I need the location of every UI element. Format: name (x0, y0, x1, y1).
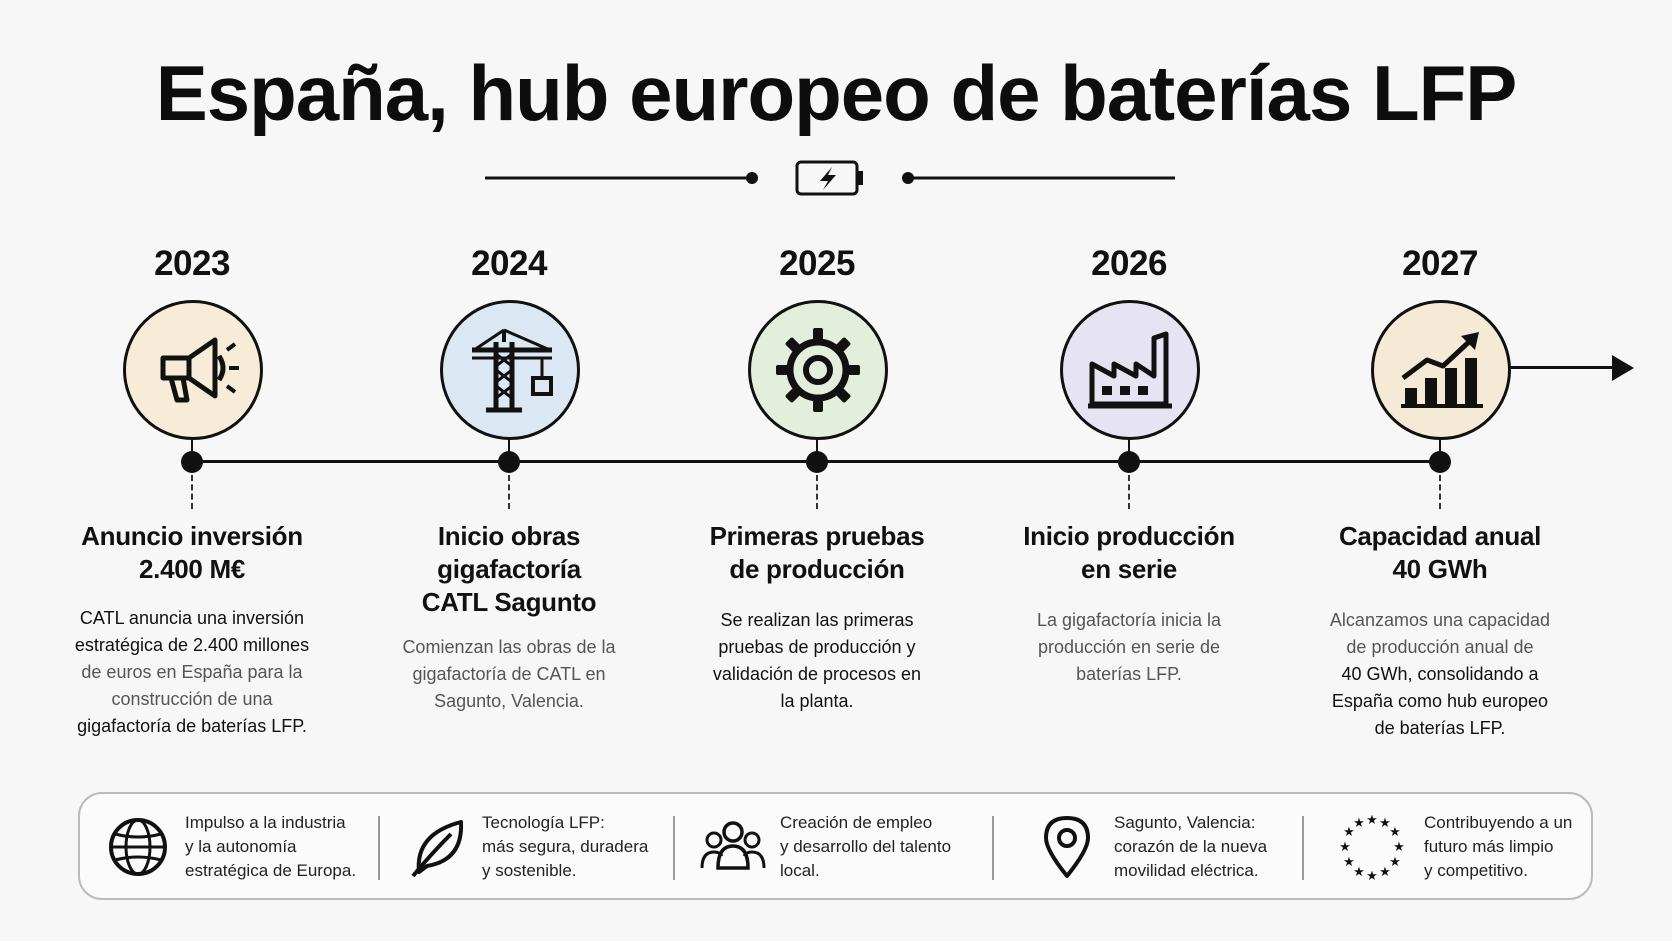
svg-text:★: ★ (1389, 825, 1401, 840)
svg-text:★: ★ (1389, 855, 1401, 870)
battery-icon (795, 160, 863, 196)
milestone-dash (1439, 475, 1441, 509)
people-icon (700, 821, 766, 870)
svg-text:★: ★ (1366, 814, 1378, 828)
milestone-title: Inicio obras gigafactoría CATL Sagunto (421, 521, 597, 617)
milestone-dash (1128, 475, 1130, 509)
benefit-text: Tecnología LFP: más segura, duradera y s… (482, 813, 649, 880)
benefit-item: Impulso a la industria y la autonomía es… (80, 794, 380, 898)
title-divider (485, 160, 1175, 196)
svg-text:★: ★ (1366, 869, 1378, 880)
benefit-separator (673, 816, 675, 880)
milestone-circle (440, 300, 580, 440)
benefit-text: Impulso a la industria y la autonomía es… (185, 813, 357, 880)
benefit-text: Contribuyendo a un futuro más limpio y c… (1424, 813, 1573, 880)
milestone-description: Alcanzamos una capacidad de producción a… (1329, 610, 1551, 738)
benefit-item: ★ ★ ★ ★ ★ ★ ★ ★ ★ ★ ★ ★ Contribuyendo a … (1304, 794, 1594, 898)
milestone-dash (191, 475, 193, 509)
benefit-separator (378, 816, 380, 880)
milestone-title: Primeras pruebas de producción (709, 521, 925, 584)
factory-icon (1088, 331, 1172, 409)
milestone-connector (508, 437, 510, 462)
milestone-year: 2024 (471, 244, 547, 283)
benefit-separator (1302, 816, 1304, 880)
milestone-circle (123, 300, 263, 440)
milestone-connector (191, 437, 193, 462)
svg-text:★: ★ (1343, 825, 1355, 840)
milestone-title: Anuncio inversión 2.400 M€ (81, 521, 303, 584)
svg-text:★: ★ (1339, 840, 1351, 855)
globe-icon (109, 818, 167, 876)
milestone-dot (181, 451, 203, 473)
milestone-connector (1128, 437, 1130, 462)
megaphone-icon (160, 337, 239, 403)
svg-text:★: ★ (1353, 816, 1365, 831)
svg-text:★: ★ (1343, 855, 1355, 870)
milestone-dash (508, 475, 510, 509)
benefit-item: Tecnología LFP: más segura, duradera y s… (380, 794, 700, 898)
milestone-description: La gigafactoría inicia la producción en … (1036, 610, 1222, 684)
benefit-text: Creación de empleo y desarrollo del tale… (780, 813, 952, 880)
milestone-year: 2026 (1091, 244, 1167, 283)
milestone-circle (1060, 300, 1200, 440)
milestone-title: Inicio producción en serie (1023, 521, 1235, 584)
growth-chart-icon (1401, 332, 1483, 408)
milestone-dot (1429, 451, 1451, 473)
milestone-description: CATL anuncia una inversión estratégica d… (74, 608, 310, 736)
svg-text:★: ★ (1379, 816, 1391, 831)
milestone-dot (806, 451, 828, 473)
benefit-text: Sagunto, Valencia: corazón de la nueva m… (1114, 813, 1268, 880)
milestone-dash (816, 475, 818, 509)
milestone-year: 2025 (779, 244, 855, 283)
milestone-description: Comienzan las obras de la gigafactoría d… (402, 637, 616, 711)
timeline-arrow-line (1510, 366, 1615, 369)
milestone-connector (816, 437, 818, 462)
svg-text:★: ★ (1393, 840, 1405, 855)
benefit-separator (992, 816, 994, 880)
milestone-circle (1371, 300, 1511, 440)
milestone-circle (748, 300, 888, 440)
leaf-icon (411, 820, 464, 878)
location-pin-icon (1044, 816, 1090, 878)
gear-icon (776, 328, 860, 412)
benefit-item: Sagunto, Valencia: corazón de la nueva m… (994, 794, 1314, 898)
eu-stars-icon: ★ ★ ★ ★ ★ ★ ★ ★ ★ ★ ★ ★ (1339, 814, 1405, 880)
milestone-dot (498, 451, 520, 473)
page-title: España, hub europeo de baterías LFP (155, 49, 1518, 137)
svg-text:★: ★ (1353, 865, 1365, 880)
milestone-year: 2023 (154, 244, 230, 283)
milestone-year: 2027 (1402, 244, 1478, 283)
timeline-arrow-head (1612, 355, 1634, 381)
milestone-connector (1439, 437, 1441, 462)
milestone-title: Capacidad anual 40 GWh (1338, 521, 1542, 584)
benefit-item: Creación de empleo y desarrollo del tale… (675, 794, 995, 898)
svg-text:★: ★ (1379, 865, 1391, 880)
crane-icon (472, 328, 553, 413)
benefits-bar: Impulso a la industria y la autonomía es… (78, 792, 1593, 900)
milestone-description: Se realizan las primeras pruebas de prod… (712, 610, 922, 711)
milestone-dot (1118, 451, 1140, 473)
